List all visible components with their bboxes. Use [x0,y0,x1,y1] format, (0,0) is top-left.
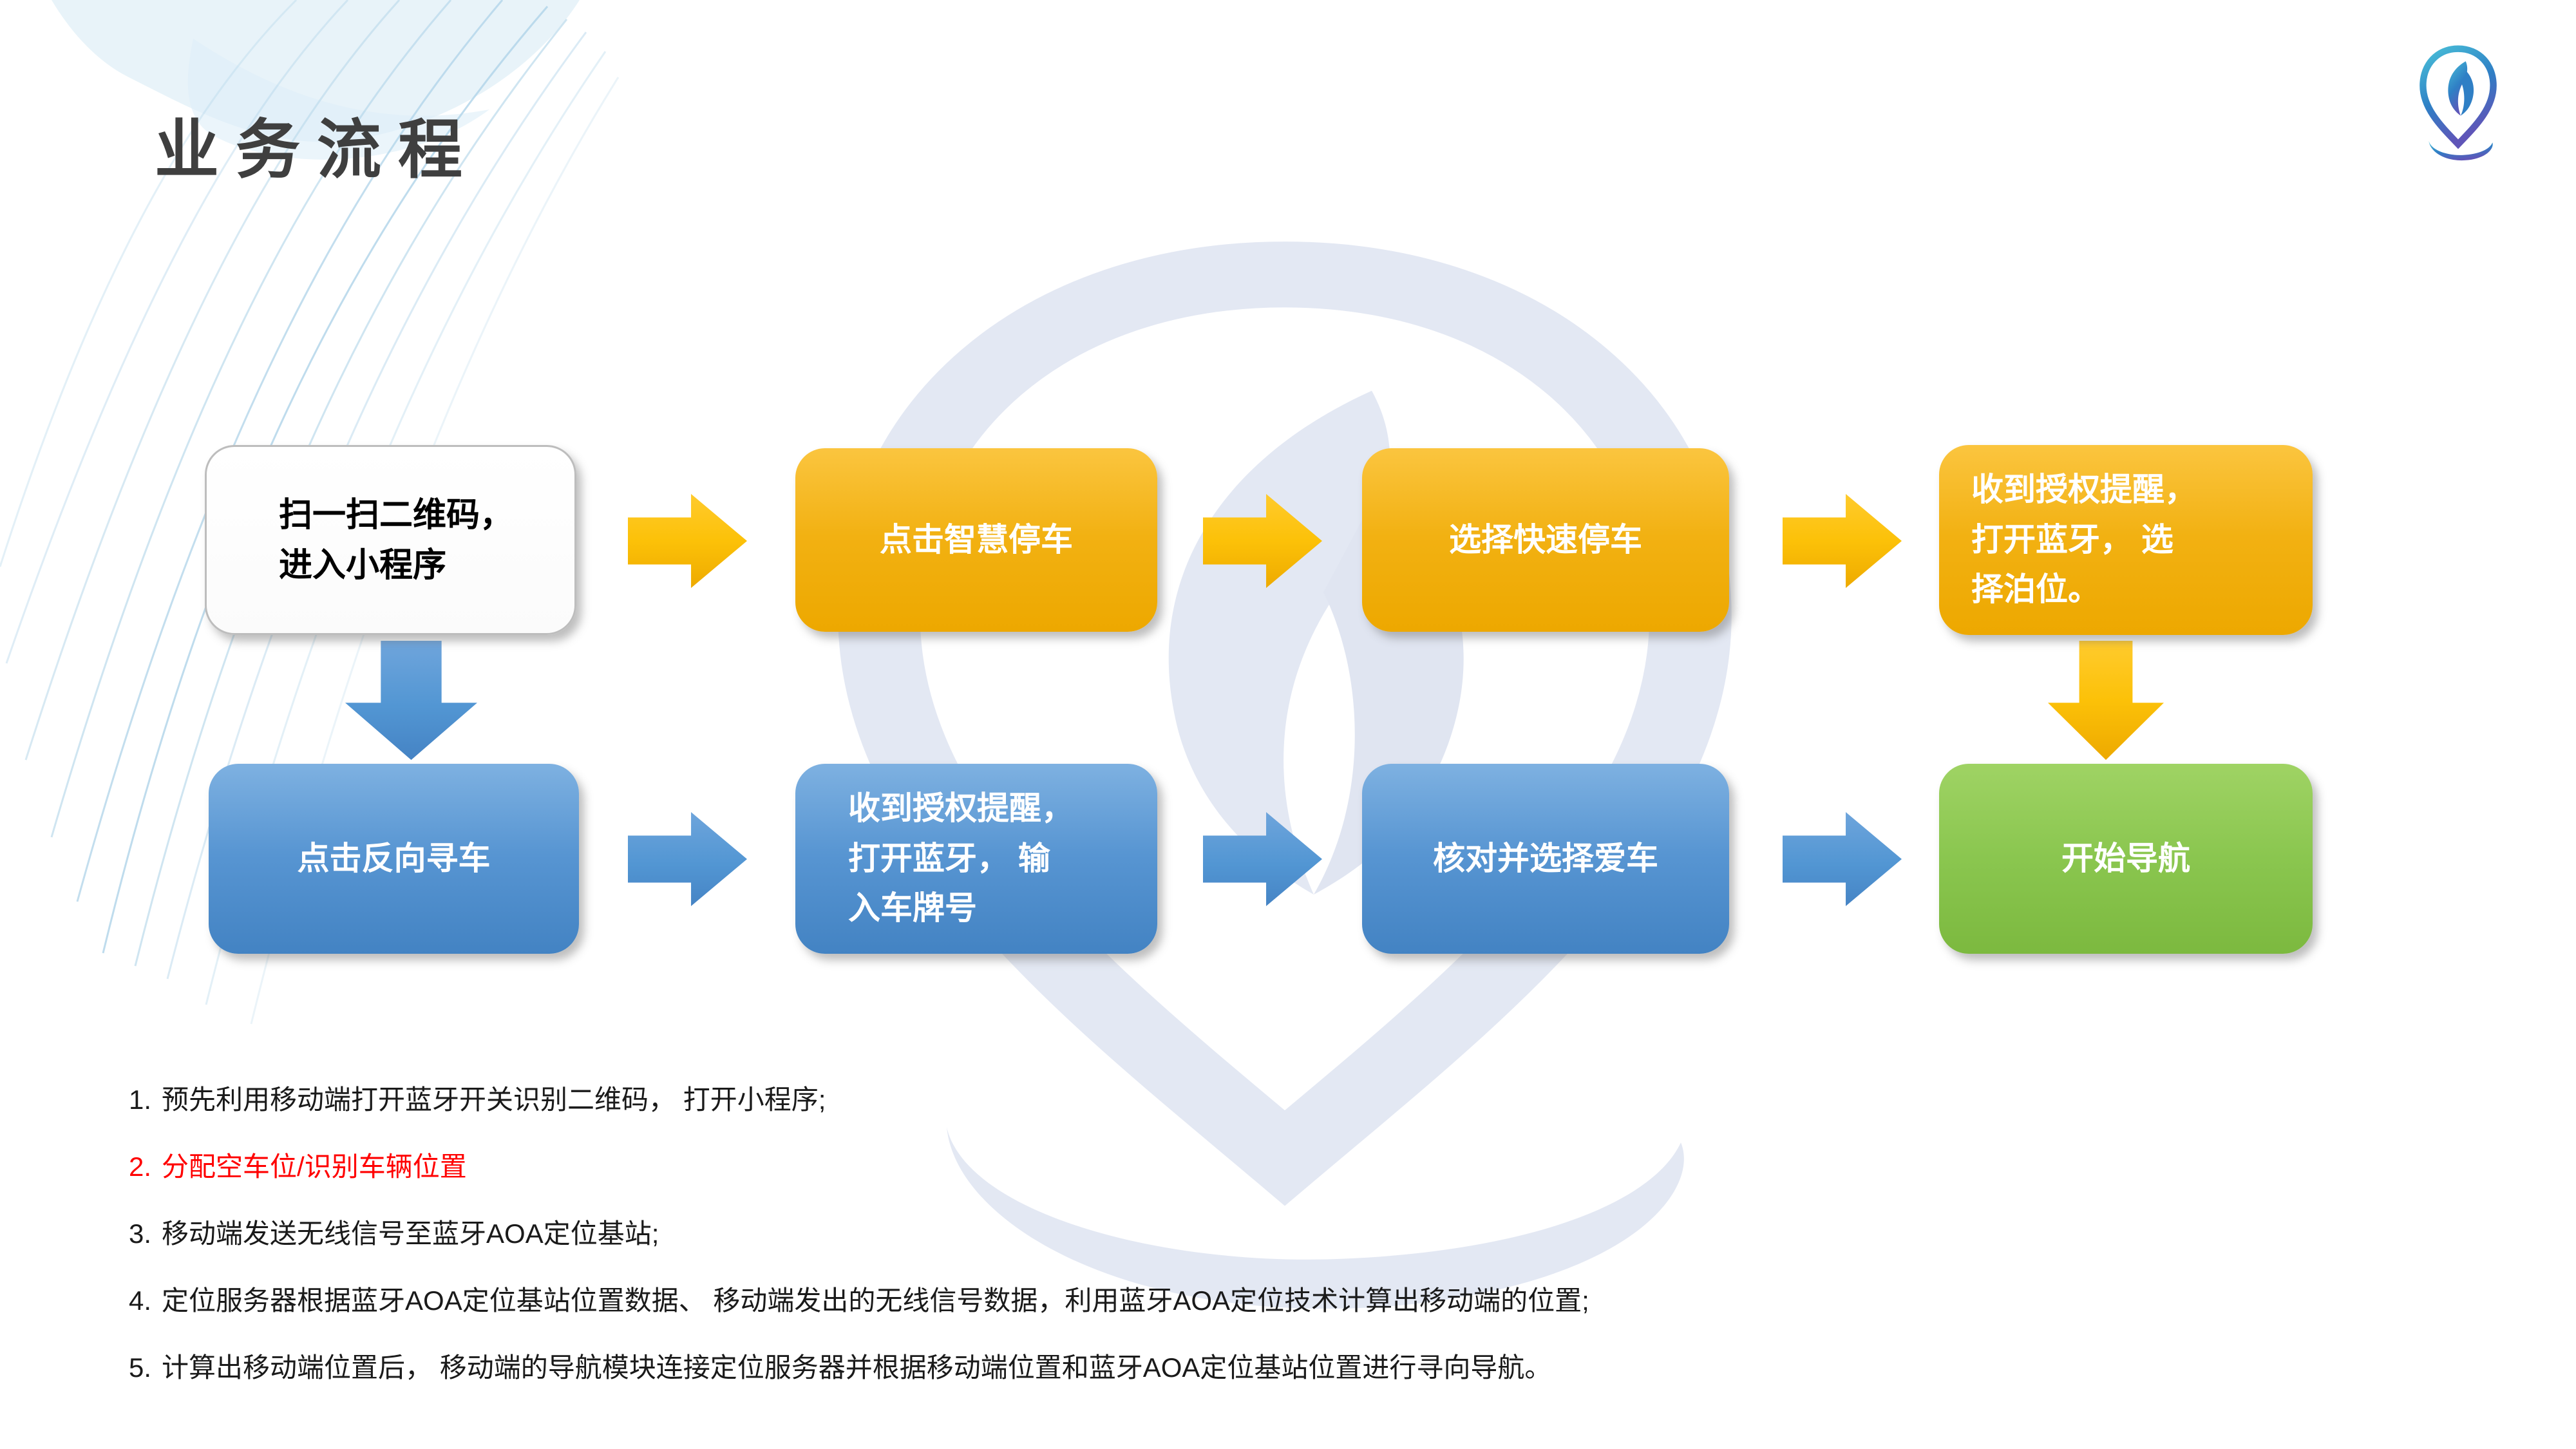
note-item: 5. 计算出移动端位置后， 移动端的导航模块连接定位服务器并根据移动端位置和蓝牙… [129,1351,1551,1385]
flow-step-label: 核对并选择爱车 [1433,840,1658,876]
note-number: 2. [129,1151,152,1182]
page-title: 业务流程 [155,114,479,186]
arrow-right-icon [1783,494,1902,588]
flow-step-auth-enter-plate: 收到授权提醒， 打开蓝牙， 输 入车牌号 [795,764,1157,954]
flow-step-reverse-find-car: 点击反向寻车 [209,764,579,954]
flow-step-confirm-car: 核对并选择爱车 [1362,764,1729,954]
arrow-down-icon [2048,641,2164,760]
note-number: 1. [129,1084,152,1115]
flow-step-label: 选择快速停车 [1449,521,1642,558]
note-item: 3. 移动端发送无线信号至蓝牙AOA定位基站; [129,1217,659,1251]
note-number: 3. [129,1218,152,1249]
arrow-right-icon [1203,812,1322,906]
flow-step-label: 收到授权提醒， 打开蓝牙， 选 择泊位。 [1971,471,2197,608]
note-text: 计算出移动端位置后， 移动端的导航模块连接定位服务器并根据移动端位置和蓝牙AOA… [162,1352,1552,1383]
note-text: 定位服务器根据蓝牙AOA定位基站位置数据、 移动端发出的无线信号数据，利用蓝牙A… [162,1285,1589,1316]
note-text: 移动端发送无线信号至蓝牙AOA定位基站; [162,1218,659,1249]
note-item: 2. 分配空车位/识别车辆位置 [129,1150,467,1184]
arrow-right-icon [628,494,747,588]
company-logo-icon [2420,45,2497,161]
flow-step-quick-parking: 选择快速停车 [1362,448,1729,632]
flow-step-auth-select-berth: 收到授权提醒， 打开蓝牙， 选 择泊位。 [1939,445,2313,635]
note-number: 4. [129,1285,152,1316]
arrow-down-icon [345,641,477,760]
flow-step-label: 点击反向寻车 [297,840,491,876]
arrow-right-icon [1783,812,1902,906]
flow-step-label: 收到授权提醒， 打开蓝牙， 输 入车牌号 [848,790,1074,927]
arrow-right-icon [1203,494,1322,588]
flow-step-label: 点击智慧停车 [880,521,1073,558]
note-text: 分配空车位/识别车辆位置 [162,1151,467,1182]
flow-step-smart-parking: 点击智慧停车 [795,448,1157,632]
flow-step-start-navigation: 开始导航 [1939,764,2313,954]
arrow-right-icon [628,812,747,906]
flow-step-label: 开始导航 [2061,840,2190,876]
flow-step-scan-qr: 扫一扫二维码， 进入小程序 [205,445,576,635]
note-item: 1. 预先利用移动端打开蓝牙开关识别二维码， 打开小程序; [129,1083,826,1117]
flow-step-label: 扫一扫二维码， 进入小程序 [279,496,514,584]
note-item: 4. 定位服务器根据蓝牙AOA定位基站位置数据、 移动端发出的无线信号数据，利用… [129,1284,1589,1318]
note-number: 5. [129,1352,152,1383]
note-text: 预先利用移动端打开蓝牙开关识别二维码， 打开小程序; [162,1084,826,1115]
